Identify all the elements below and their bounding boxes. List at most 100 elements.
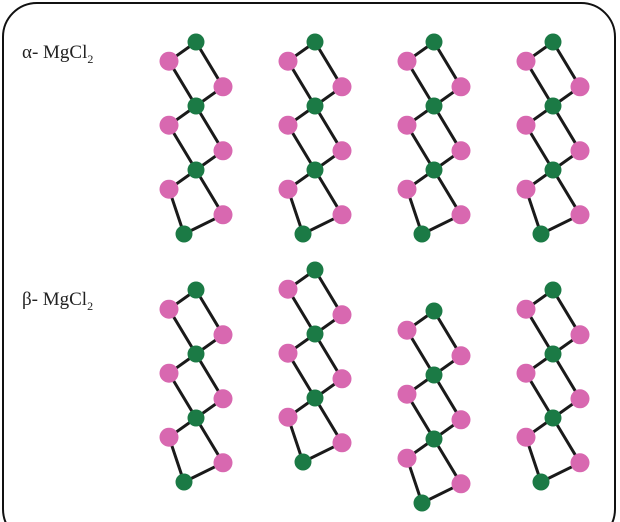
pink-atom (397, 384, 417, 404)
bond-group (405, 309, 463, 505)
alpha-chain-4 (516, 33, 590, 243)
alpha-chain-3 (397, 33, 471, 243)
pink-atom (570, 205, 590, 225)
pink-atom (451, 205, 471, 225)
green-atom (544, 281, 562, 299)
pink-atom (451, 77, 471, 97)
green-atom (425, 366, 443, 384)
pink-atom (159, 115, 179, 135)
pink-atom (332, 205, 352, 225)
green-atom (306, 33, 324, 51)
pink-atom (332, 305, 352, 325)
pink-atom (516, 299, 536, 319)
pink-atom (332, 77, 352, 97)
pink-atom (159, 51, 179, 71)
pink-atom (397, 448, 417, 468)
pink-atom (278, 407, 298, 427)
pink-atom (516, 363, 536, 383)
pink-atom (278, 179, 298, 199)
green-atom (425, 97, 443, 115)
green-atom (544, 345, 562, 363)
pink-atom (570, 453, 590, 473)
pink-atom (516, 427, 536, 447)
pink-atom (451, 141, 471, 161)
pink-atom (516, 179, 536, 199)
pink-atom (159, 179, 179, 199)
bond-group (524, 40, 582, 236)
beta-chain-1 (159, 281, 233, 491)
pink-atom (570, 389, 590, 409)
green-atom (425, 33, 443, 51)
green-atom (413, 225, 431, 243)
green-atom (294, 453, 312, 471)
beta-chain-2 (278, 261, 352, 471)
green-atom (187, 409, 205, 427)
pink-atom (570, 325, 590, 345)
green-atom (544, 33, 562, 51)
pink-atom (516, 115, 536, 135)
pink-atom (278, 51, 298, 71)
pink-atom (397, 115, 417, 135)
pink-atom (278, 279, 298, 299)
bond-group (286, 268, 344, 464)
green-atom (187, 281, 205, 299)
green-atom (306, 325, 324, 343)
pink-atom (397, 51, 417, 71)
pink-atom (332, 433, 352, 453)
green-atom (413, 494, 431, 512)
bond-group (405, 40, 463, 236)
pink-atom (451, 410, 471, 430)
pink-atom (332, 369, 352, 389)
alpha-label: α- MgCl2 (22, 42, 93, 66)
bond-group (524, 288, 582, 484)
pink-atom (278, 343, 298, 363)
chain-layer (159, 33, 590, 512)
bond-group (286, 40, 344, 236)
alpha-chain-1 (159, 33, 233, 243)
bond-group (167, 288, 225, 484)
green-atom (306, 97, 324, 115)
green-atom (187, 161, 205, 179)
green-atom (175, 473, 193, 491)
pink-atom (570, 77, 590, 97)
pink-atom (213, 453, 233, 473)
green-atom (425, 430, 443, 448)
green-atom (425, 302, 443, 320)
green-atom (544, 409, 562, 427)
green-atom (294, 225, 312, 243)
green-atom (306, 389, 324, 407)
alpha-chain-2 (278, 33, 352, 243)
pink-atom (213, 389, 233, 409)
green-atom (306, 161, 324, 179)
pink-atom (397, 320, 417, 340)
pink-atom (332, 141, 352, 161)
pink-atom (213, 325, 233, 345)
pink-atom (213, 205, 233, 225)
green-atom (306, 261, 324, 279)
bond-group (167, 40, 225, 236)
beta-chain-4 (516, 281, 590, 491)
pink-atom (570, 141, 590, 161)
green-atom (175, 225, 193, 243)
pink-atom (213, 141, 233, 161)
beta-label: β- MgCl2 (22, 289, 93, 313)
green-atom (187, 345, 205, 363)
pink-atom (278, 115, 298, 135)
green-atom (187, 33, 205, 51)
green-atom (544, 161, 562, 179)
green-atom (187, 97, 205, 115)
pink-atom (213, 77, 233, 97)
pink-atom (159, 427, 179, 447)
green-atom (425, 161, 443, 179)
pink-atom (159, 363, 179, 383)
pink-atom (397, 179, 417, 199)
green-atom (544, 97, 562, 115)
green-atom (532, 225, 550, 243)
pink-atom (516, 51, 536, 71)
beta-chain-3 (397, 302, 471, 512)
green-atom (532, 473, 550, 491)
pink-atom (159, 299, 179, 319)
